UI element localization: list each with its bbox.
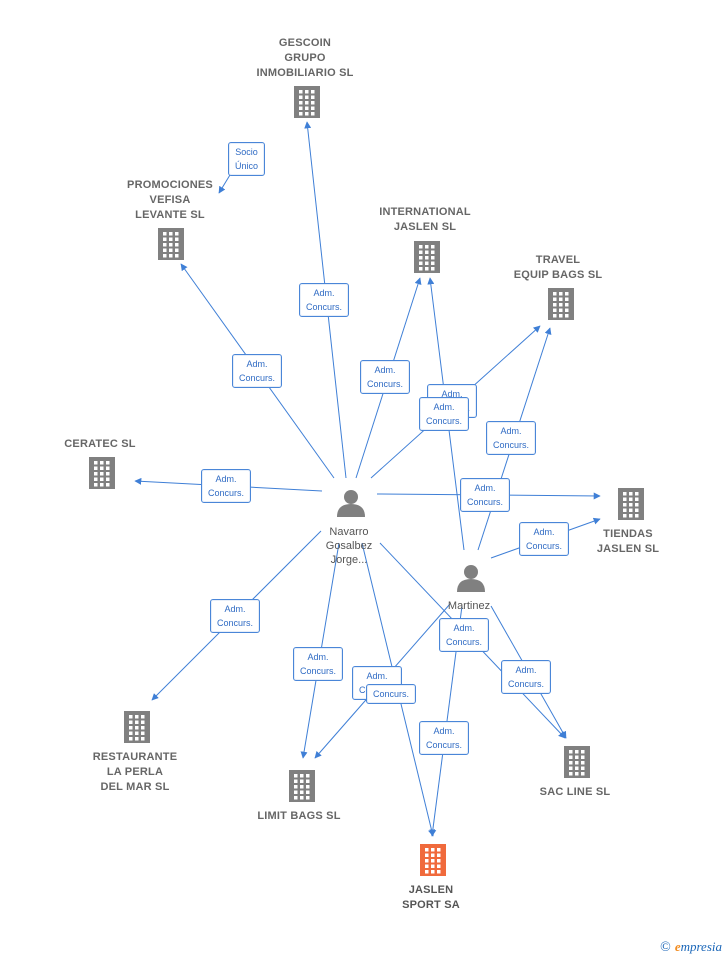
- company-label-sacline[interactable]: SAC LINE SL: [540, 785, 611, 800]
- edge-label-adm[interactable]: Adm. Concurs.: [201, 469, 252, 503]
- edge-label-line: Adm.: [224, 604, 246, 614]
- edge-label-line: Concurs.: [367, 379, 404, 389]
- company-label-international[interactable]: INTERNATIONAL JASLEN SL: [379, 205, 471, 235]
- edge-label-adm[interactable]: Adm. Concurs.: [360, 360, 411, 394]
- company-label-line: DEL MAR SL: [100, 781, 170, 793]
- copyright-icon: ©: [660, 940, 671, 955]
- building-icon-limit[interactable]: [289, 770, 315, 802]
- company-label-line: TIENDAS: [603, 528, 653, 540]
- edge-label-line: Adm.: [246, 359, 268, 369]
- edge-label-line: Concurs.: [426, 416, 463, 426]
- company-label-line: LA PERLA: [106, 766, 164, 778]
- edge-label-line: Concurs.: [493, 440, 530, 450]
- building-icon-tiendas[interactable]: [618, 488, 644, 520]
- edge-label-line: Concurs.: [373, 689, 410, 699]
- empresia-watermark: ©empresia: [660, 939, 722, 955]
- building-icon-international[interactable]: [414, 241, 440, 273]
- edge-label-adm[interactable]: Adm. Concurs.: [519, 522, 570, 556]
- edge-label-adm[interactable]: Adm. Concurs.: [486, 421, 537, 455]
- edge-label-adm[interactable]: Adm. Concurs.: [210, 599, 261, 633]
- edge-label-adm[interactable]: Adm. Concurs.: [501, 660, 552, 694]
- building-icon-jaslen[interactable]: [420, 844, 446, 876]
- edge-label-line: Concurs.: [239, 373, 276, 383]
- company-label-line: JASLEN SL: [596, 543, 660, 555]
- edge-label-line: Adm.: [533, 527, 555, 537]
- edge-label-line: Concurs.: [426, 740, 463, 750]
- edge-label-line: Adm.: [453, 623, 475, 633]
- company-label-jaslen[interactable]: JASLEN SPORT SA: [402, 883, 460, 913]
- building-icon-restaurante[interactable]: [124, 711, 150, 743]
- edge-label-line: Adm.: [433, 726, 455, 736]
- edge-label-adm[interactable]: Adm. Concurs.: [419, 721, 470, 755]
- edge-label-line: Adm.: [366, 671, 388, 681]
- edge-label-line: Concurs.: [306, 302, 343, 312]
- person-label-line: Martinez: [447, 600, 491, 612]
- edge-label-line: Concurs.: [208, 488, 245, 498]
- edge-label-line: Adm.: [433, 402, 455, 412]
- company-label-line: EQUIP BAGS SL: [513, 269, 603, 281]
- edge-label-line: Concurs.: [508, 679, 545, 689]
- company-label-promociones[interactable]: PROMOCIONES VEFISA LEVANTE SL: [127, 178, 213, 223]
- edge-label-adm[interactable]: Adm. Concurs.: [232, 354, 283, 388]
- person-label-line: Navarro: [329, 526, 369, 538]
- edge-label-line: Adm.: [374, 365, 396, 375]
- company-label-line: LIMIT BAGS SL: [257, 810, 341, 822]
- building-icon-promociones[interactable]: [158, 228, 184, 260]
- building-icon-ceratec[interactable]: [89, 457, 115, 489]
- edge-label-line: Adm.: [515, 665, 537, 675]
- company-label-line: INTERNATIONAL: [379, 206, 471, 218]
- company-label-line: SPORT SA: [402, 899, 460, 911]
- building-icon-gescoin[interactable]: [294, 86, 320, 118]
- edge-label-concurs_only[interactable]: Concurs.: [366, 684, 417, 704]
- company-label-gescoin[interactable]: GESCOIN GRUPO INMOBILIARIO SL: [256, 36, 353, 81]
- company-label-line: JASLEN SL: [393, 221, 457, 233]
- company-label-line: PROMOCIONES: [127, 179, 213, 191]
- company-label-ceratec[interactable]: CERATEC SL: [64, 437, 135, 452]
- building-icon-sacline[interactable]: [564, 746, 590, 778]
- company-label-line: INMOBILIARIO SL: [256, 67, 354, 79]
- company-label-tiendas[interactable]: TIENDAS JASLEN SL: [597, 527, 659, 557]
- edge-label-adm[interactable]: Adm. Concurs.: [293, 647, 344, 681]
- company-label-line: LEVANTE SL: [135, 209, 205, 221]
- edge-label-line: Adm.: [474, 483, 496, 493]
- edge-label-line: Adm.: [215, 474, 237, 484]
- company-label-limit[interactable]: LIMIT BAGS SL: [257, 809, 340, 824]
- person-label-line: Gosalbez: [325, 540, 373, 552]
- building-icon-travel[interactable]: [548, 288, 574, 320]
- edge-label-adm[interactable]: Adm. Concurs.: [460, 478, 511, 512]
- person-label-martinez[interactable]: Martinez: [448, 599, 490, 613]
- edge-label-line: Adm.: [307, 652, 329, 662]
- edge-label-line: Adm.: [313, 288, 335, 298]
- edge-label-line: Adm.: [500, 426, 522, 436]
- edge-label-line: Adm.: [441, 389, 463, 399]
- edge-label-line: Concurs.: [446, 637, 483, 647]
- person-icon-navarro[interactable]: [337, 490, 365, 517]
- edge-label-line: Concurs.: [300, 666, 337, 676]
- company-label-line: JASLEN: [408, 884, 454, 896]
- edge-label-line: Socio: [235, 147, 258, 157]
- person-icon-martinez[interactable]: [457, 565, 485, 592]
- company-label-restaurante[interactable]: RESTAURANTE LA PERLA DEL MAR SL: [93, 750, 178, 795]
- company-label-line: TRAVEL: [535, 254, 581, 266]
- person-label-line: Jorge...: [330, 554, 368, 566]
- company-label-line: VEFISA: [149, 194, 191, 206]
- edge-label-line: Concurs.: [467, 497, 504, 507]
- company-label-line: RESTAURANTE: [92, 751, 178, 763]
- edge-label-line: Concurs.: [217, 618, 254, 628]
- company-label-line: SAC LINE SL: [539, 786, 611, 798]
- company-label-travel[interactable]: TRAVEL EQUIP BAGS SL: [514, 253, 603, 283]
- edge-label-adm[interactable]: Adm. Concurs.: [439, 618, 490, 652]
- company-label-line: CERATEC SL: [64, 438, 136, 450]
- edge-label-adm[interactable]: Adm. Concurs.: [419, 397, 470, 431]
- company-label-line: GESCOIN: [278, 37, 332, 49]
- edge-label-line: Concurs.: [526, 541, 563, 551]
- edge-label-line: Único: [235, 161, 259, 171]
- edge-label-adm[interactable]: Adm. Concurs.: [299, 283, 350, 317]
- company-label-line: GRUPO: [284, 52, 326, 64]
